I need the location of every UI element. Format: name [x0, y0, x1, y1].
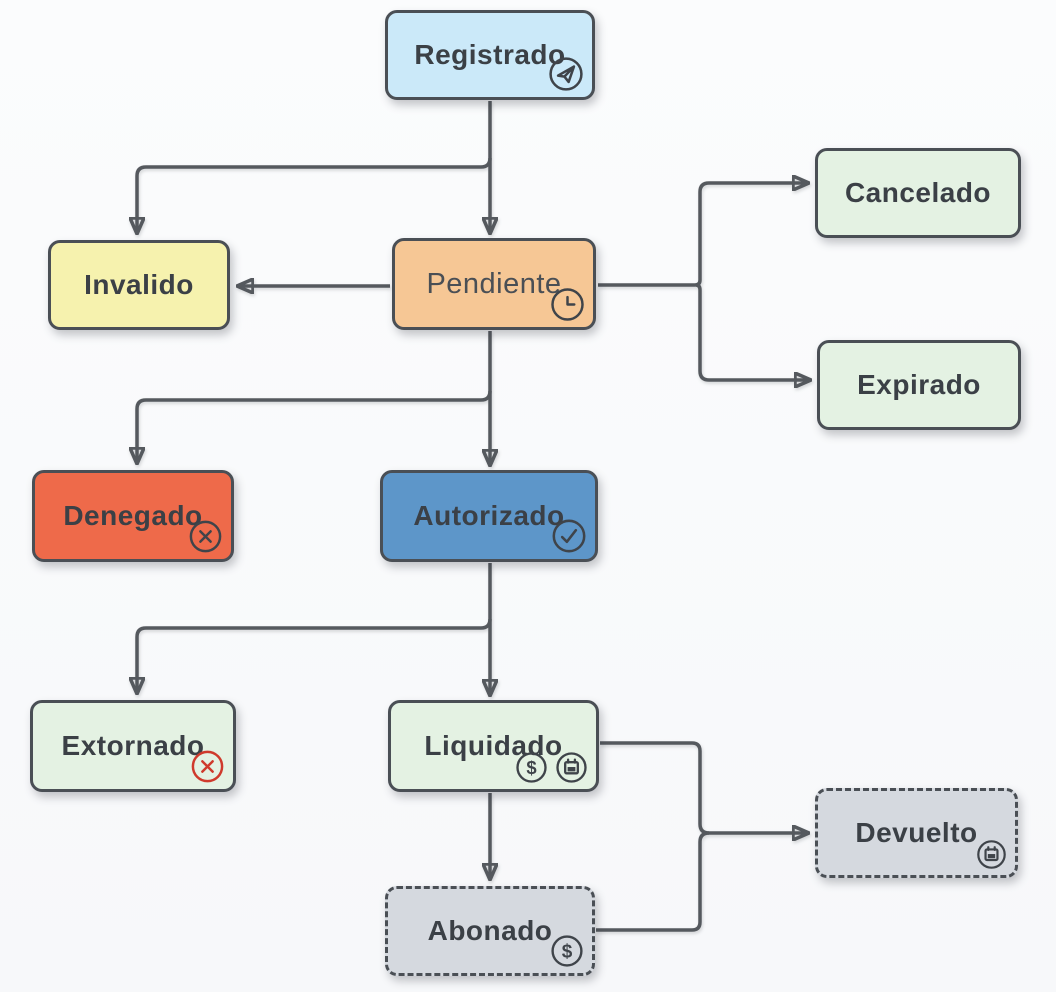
- calendar-icon: [554, 750, 589, 785]
- node-pendiente-label: Pendiente: [426, 267, 562, 300]
- node-liquidado: Liquidado $: [388, 700, 599, 792]
- node-extornado: Extornado: [30, 700, 236, 792]
- node-expirado: Expirado: [817, 340, 1021, 430]
- calendar-icon: [975, 838, 1008, 871]
- clock-icon: [549, 286, 586, 323]
- node-autorizado-label: Autorizado: [413, 500, 565, 531]
- node-invalido-label: Invalido: [84, 269, 194, 300]
- node-cancelado-label: Cancelado: [844, 177, 992, 208]
- node-devuelto-label: Devuelto: [855, 817, 978, 848]
- node-pendiente: Pendiente: [392, 238, 596, 330]
- x-circle-red-icon: [189, 748, 226, 785]
- node-expirado-label: Expirado: [857, 369, 981, 400]
- dollar-icon: $: [514, 750, 549, 785]
- edge-registrado-invalido: [137, 157, 492, 231]
- edge-liquidado-devuelto: [600, 741, 806, 833]
- node-invalido: Invalido: [48, 240, 230, 330]
- node-registrado-label: Registrado: [414, 39, 566, 70]
- node-denegado: Denegado: [32, 470, 234, 562]
- svg-text:$: $: [562, 942, 573, 963]
- send-icon: [547, 55, 585, 93]
- node-cancelado: Cancelado: [815, 148, 1021, 238]
- node-devuelto: Devuelto: [815, 788, 1018, 878]
- edge-abonado-devuelto: [596, 831, 710, 932]
- edge-pendiente-cancelado: [598, 183, 806, 287]
- edge-pendiente-denegado: [137, 390, 492, 461]
- node-registrado: Registrado: [385, 10, 595, 100]
- node-denegado-label: Denegado: [63, 500, 203, 531]
- edge-pendiente-expirado: [695, 283, 808, 380]
- check-circle-icon: [550, 517, 588, 555]
- dollar-icon: $: [549, 933, 585, 969]
- svg-text:$: $: [526, 757, 537, 778]
- node-abonado-label: Abonado: [427, 915, 553, 946]
- node-abonado: Abonado $: [385, 886, 595, 976]
- x-circle-icon: [187, 518, 224, 555]
- node-extornado-label: Extornado: [61, 730, 205, 761]
- node-autorizado: Autorizado: [380, 470, 598, 562]
- edge-autorizado-extornado: [137, 618, 492, 691]
